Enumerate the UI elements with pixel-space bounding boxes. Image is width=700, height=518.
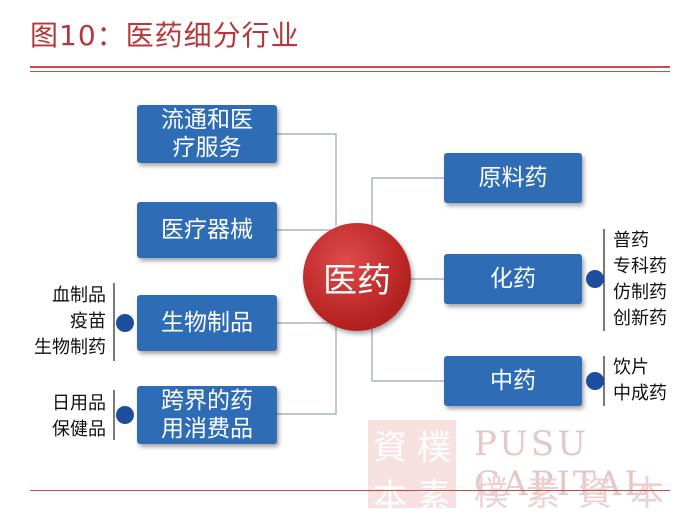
list-item: 专科药	[613, 256, 667, 277]
box-tcm: 中药	[444, 356, 582, 406]
box-distribution-services: 流通和医疗服务	[137, 105, 277, 163]
list-chem-items: 普药 专科药 仿制药 创新药	[613, 228, 667, 332]
page-title: 图10：医药细分行业	[30, 19, 300, 52]
dot-consumer	[116, 406, 134, 424]
box-chemical-drugs: 化药	[444, 254, 582, 304]
box-biologics: 生物制品	[137, 295, 277, 351]
list-consumer-items: 日用品 保健品	[52, 391, 106, 443]
bottom-rule	[30, 490, 670, 491]
list-item: 中成药	[613, 383, 667, 404]
dot-chemical	[586, 270, 604, 288]
list-item: 仿制药	[613, 282, 667, 303]
list-item: 日用品	[52, 393, 106, 414]
connector-right-3	[371, 328, 444, 382]
list-item: 创新药	[613, 308, 667, 329]
box-api: 原料药	[444, 153, 582, 203]
watermark-seal: 資樸 本素	[368, 420, 456, 517]
box-consumer-health: 跨界的药用消费品	[137, 386, 277, 444]
list-item: 饮片	[613, 357, 649, 378]
list-item: 疫苗	[70, 311, 106, 332]
list-item: 生物制药	[34, 337, 106, 358]
box-medical-devices: 医疗器械	[137, 202, 277, 258]
connector-left-1	[277, 133, 337, 226]
dot-tcm	[586, 372, 604, 390]
list-tcm-items: 饮片 中成药	[613, 355, 667, 407]
list-item: 血制品	[52, 285, 106, 306]
list-item: 普药	[613, 230, 649, 251]
list-bio-items: 血制品 疫苗 生物制药	[34, 283, 106, 361]
watermark-en: PUSU CAPITAL	[474, 424, 650, 504]
title-rule-thin	[30, 71, 670, 72]
list-item: 保健品	[52, 419, 106, 440]
watermark-cn: 樸素資本	[474, 474, 682, 514]
connector-left-4	[277, 318, 337, 415]
title-rule	[30, 66, 670, 68]
center-pharma-circle: 医药	[303, 223, 411, 331]
dot-biologics	[116, 314, 134, 332]
connector-right-1	[371, 177, 444, 226]
